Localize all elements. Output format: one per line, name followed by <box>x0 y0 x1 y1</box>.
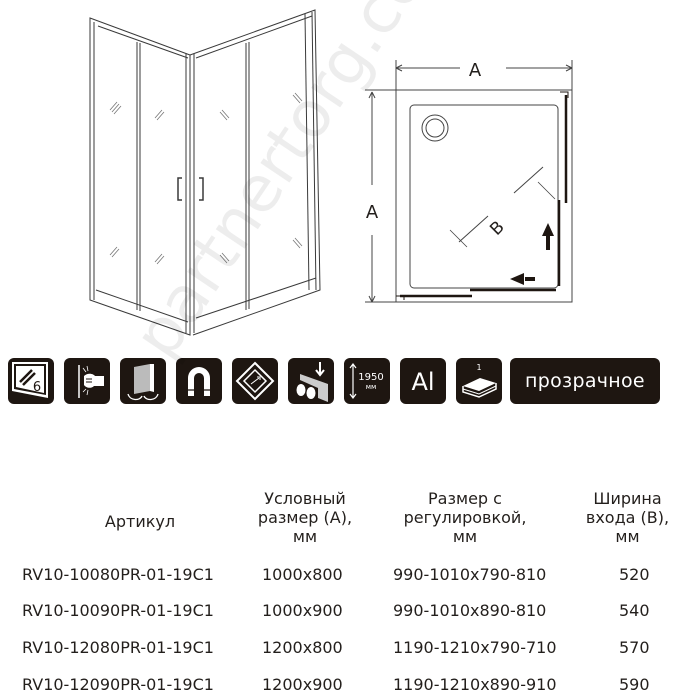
svg-text:1: 1 <box>476 363 481 372</box>
shower-enclosure-drawing <box>89 9 321 336</box>
entry-width-cell: 540 <box>619 601 650 620</box>
svg-text:6: 6 <box>33 380 41 395</box>
table-row: RV10-12080PR-01-19C1 1200x800 1190-1210x… <box>0 638 683 660</box>
glass-thickness-6mm-icon: 6 <box>8 358 54 404</box>
aluminium-profile-icon: Al <box>400 358 446 404</box>
magnetic-seal-icon <box>176 358 222 404</box>
header-nominal-size: Условный размер (A), мм <box>257 489 353 546</box>
nominal-size-cell: 1200x900 <box>262 675 343 694</box>
svg-text:Al: Al <box>411 368 434 396</box>
height-icon: 1950 мм <box>344 358 390 404</box>
table-row: RV10-10090PR-01-19C1 1000x900 990-1010x8… <box>0 601 683 623</box>
adjustable-size-cell: 990-1010x890-810 <box>393 601 547 620</box>
glass-type-badge: прозрачное <box>510 358 660 404</box>
reversible-door-icon <box>120 358 166 404</box>
roller-mechanism-icon <box>288 358 334 404</box>
header-article: Артикул <box>104 512 176 531</box>
header-adjustable-size: Размер с регулировкой, мм <box>403 489 527 546</box>
article-cell: RV10-10080PR-01-19C1 <box>22 565 214 584</box>
entry-width-cell: 520 <box>619 565 650 584</box>
entry-width-cell: 590 <box>619 675 650 694</box>
article-cell: RV10-12090PR-01-19C1 <box>22 675 214 694</box>
table-row: RV10-12090PR-01-19C1 1200x900 1190-1210x… <box>0 675 683 697</box>
header-entry-width: Ширина входа (B), мм <box>585 489 670 546</box>
nominal-size-cell: 1000x800 <box>262 565 343 584</box>
article-cell: RV10-12080PR-01-19C1 <box>22 638 214 657</box>
nominal-size-cell: 1000x900 <box>262 601 343 620</box>
article-cell: RV10-10090PR-01-19C1 <box>22 601 214 620</box>
svg-text:мм: мм <box>366 383 377 391</box>
dimension-a-top: A <box>469 60 482 81</box>
entry-width-cell: 570 <box>619 638 650 657</box>
dimension-a-left: A <box>366 202 379 223</box>
plan-view-drawing: A A B <box>365 60 573 303</box>
adjustable-size-cell: 1190-1210x890-910 <box>393 675 557 694</box>
impact-resistant-glass-icon <box>64 358 110 404</box>
dimension-b: B <box>486 217 508 239</box>
nominal-size-cell: 1200x800 <box>262 638 343 657</box>
adjustable-size-cell: 1190-1210x790-710 <box>393 638 557 657</box>
easy-clean-coating-icon <box>232 358 278 404</box>
table-row: RV10-10080PR-01-19C1 1000x800 990-1010x7… <box>0 565 683 587</box>
shower-tray-icon: 1 <box>456 358 502 404</box>
svg-text:1950: 1950 <box>358 372 383 383</box>
adjustable-size-cell: 990-1010x790-810 <box>393 565 547 584</box>
